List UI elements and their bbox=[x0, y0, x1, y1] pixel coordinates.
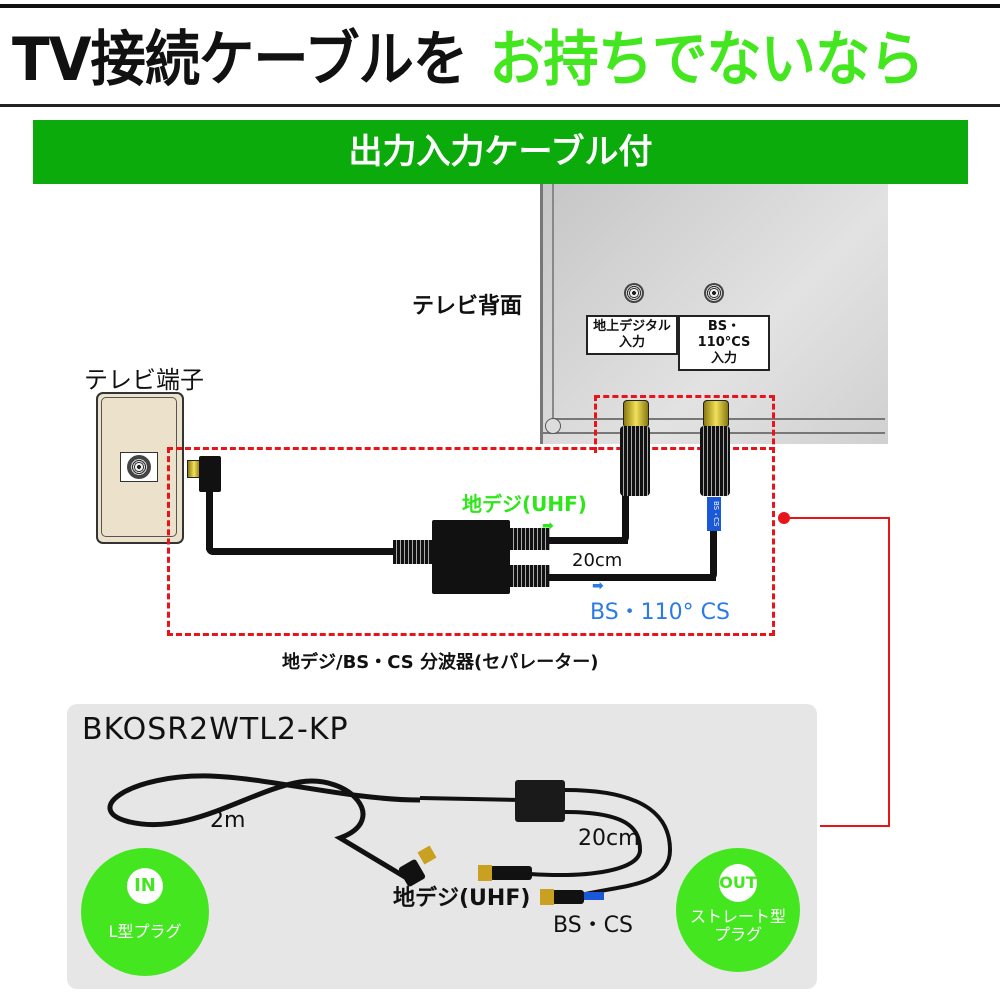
connector-line bbox=[786, 517, 890, 519]
cable-boot bbox=[510, 565, 550, 587]
branch-cable bbox=[564, 788, 673, 900]
model-number: BKOSR2WTL2-KP bbox=[82, 712, 349, 747]
connector-dot bbox=[778, 512, 790, 524]
straight-plug-icon bbox=[620, 426, 650, 496]
cable bbox=[622, 492, 629, 544]
in-badge-text: L型プラグ bbox=[108, 922, 182, 941]
antenna-port-icon bbox=[704, 283, 724, 303]
separator-icon bbox=[432, 520, 510, 594]
antenna-port-icon bbox=[127, 455, 151, 479]
in-tag: IN bbox=[127, 868, 163, 904]
straight-plug-tip-icon bbox=[703, 400, 729, 428]
cable bbox=[548, 574, 716, 581]
uhf-plug-photo bbox=[490, 866, 532, 880]
bs-cs-band: BS・CS bbox=[707, 497, 721, 531]
connector-line bbox=[820, 825, 890, 827]
wall-terminal-plate-inner bbox=[101, 397, 177, 537]
bs-plug-photo bbox=[552, 890, 584, 904]
gold-tip-icon bbox=[540, 889, 554, 905]
main-cable bbox=[107, 773, 421, 883]
cable bbox=[206, 548, 396, 555]
tv-back-label: テレビ背面 bbox=[412, 294, 523, 319]
bs-110-cs-label: BS・110° CS bbox=[590, 600, 730, 625]
section-banner: 出力入力ケーブル付 bbox=[33, 120, 968, 184]
arrow-right-blue-icon: ➡ bbox=[592, 578, 604, 594]
port-label-line: 入力 bbox=[710, 351, 737, 366]
straight-plug-icon bbox=[700, 426, 730, 496]
antenna-port-icon bbox=[624, 283, 644, 303]
cable-boot bbox=[393, 540, 433, 564]
wall-terminal-label: テレビ端子 bbox=[84, 366, 204, 394]
middle-rule bbox=[0, 104, 1000, 107]
port-label-line: 入力 bbox=[618, 335, 645, 350]
cable-boot bbox=[510, 528, 550, 550]
branch-cable-length: 20cm bbox=[578, 826, 640, 851]
uhf-label: 地デジ(UHF) bbox=[462, 492, 587, 516]
port-label-line: BS・110°CS bbox=[697, 319, 751, 350]
wall-socket bbox=[120, 452, 158, 482]
separator-highlight-box bbox=[167, 447, 775, 636]
headline-black: TV接続ケーブルを bbox=[12, 25, 468, 95]
port-label-bs-cs: BS・110°CS 入力 bbox=[678, 315, 770, 371]
in-badge: IN L型プラグ bbox=[81, 848, 209, 976]
product-separator-icon bbox=[515, 780, 565, 822]
gold-tip-icon bbox=[417, 845, 437, 865]
product-bs-cs-label: BS・CS bbox=[553, 913, 633, 938]
branch-cable bbox=[529, 810, 643, 877]
tv-panel-edge bbox=[552, 184, 554, 424]
port-label-terrestrial: 地上デジタル 入力 bbox=[586, 315, 678, 355]
separator-highlight-box-top bbox=[594, 395, 775, 453]
cable bbox=[206, 490, 213, 550]
out-badge: OUT ストレート型 プラグ bbox=[676, 848, 800, 972]
blue-band-icon bbox=[584, 892, 604, 900]
cable bbox=[548, 537, 628, 544]
out-badge-line1: ストレート型 bbox=[689, 907, 786, 926]
cable-length-label: 20cm bbox=[572, 550, 623, 571]
separator-caption: 地デジ/BS・CS 分波器(セパレーター) bbox=[282, 652, 599, 673]
connector-line bbox=[888, 517, 890, 827]
l-plug-photo bbox=[398, 859, 426, 887]
main-cable-to-separator bbox=[419, 796, 521, 802]
main-cable-length: 2m bbox=[210, 808, 246, 833]
port-label-line: 地上デジタル bbox=[593, 319, 671, 334]
product-uhf-label: 地デジ(UHF) bbox=[393, 886, 531, 911]
product-cable-photo bbox=[107, 773, 673, 905]
screw-icon bbox=[545, 418, 561, 434]
top-rule bbox=[0, 4, 1000, 8]
out-badge-line2: プラグ bbox=[713, 925, 762, 944]
gold-tip-icon bbox=[478, 865, 492, 881]
l-plug-icon bbox=[199, 456, 221, 492]
headline-green: お持ちでないなら bbox=[489, 25, 924, 95]
cable bbox=[710, 530, 717, 581]
out-tag: OUT bbox=[719, 864, 757, 902]
headline: TV接続ケーブルをお持ちでないなら bbox=[12, 20, 924, 100]
straight-plug-tip-icon bbox=[623, 400, 649, 428]
arrow-right-green-icon: ➡ bbox=[542, 518, 554, 534]
